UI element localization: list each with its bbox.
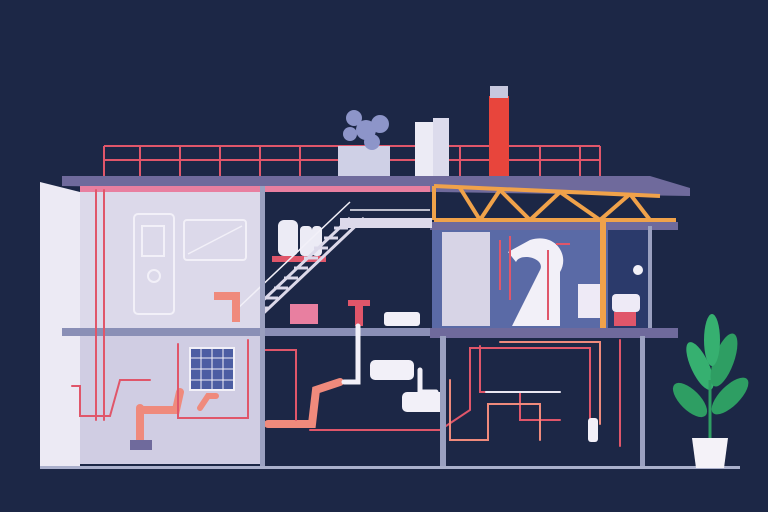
potted-plant-icon — [672, 314, 749, 468]
cabinet-knob — [147, 269, 161, 283]
upper-tank-1 — [278, 220, 298, 256]
chimney-cap — [490, 86, 508, 98]
machine-body — [508, 238, 564, 326]
support-columns — [260, 186, 652, 466]
pump-icon — [578, 284, 600, 318]
cabinet-window — [141, 225, 165, 257]
planter-box — [338, 146, 390, 176]
ground-line — [40, 466, 740, 469]
middle-floor-left — [62, 328, 434, 336]
lower-tank-2 — [402, 392, 446, 412]
roof-shrub — [343, 110, 389, 150]
storage-tank-2 — [433, 118, 449, 176]
workbench — [290, 304, 318, 324]
middle-floor-right — [430, 328, 678, 338]
pipe-elbow-left — [214, 292, 240, 322]
tank-platform — [272, 256, 326, 262]
roof-truss — [432, 184, 676, 222]
left-wall-side — [40, 182, 80, 466]
valve-stand-post — [355, 306, 363, 326]
storage-tank-icon — [415, 122, 433, 176]
stair-railing — [235, 201, 430, 311]
lower-tank-1 — [370, 360, 414, 380]
pipe-fitting — [130, 440, 152, 450]
machine-pipes — [499, 236, 570, 320]
chimney-icon — [489, 96, 509, 176]
staircase-icon — [234, 216, 366, 328]
upper-landing — [340, 218, 432, 228]
panel-diagonal — [187, 225, 243, 255]
control-panel-icon — [183, 219, 247, 261]
roof-edge — [80, 186, 430, 192]
lower-tank-3 — [588, 418, 598, 442]
upper-tank-2 — [300, 226, 312, 256]
valve-stand — [348, 300, 370, 306]
sink-unit — [384, 312, 420, 326]
right-room-frame — [430, 222, 678, 230]
right-room-curtain — [442, 232, 490, 326]
valve-icon — [633, 265, 643, 275]
right-column-orange — [600, 222, 606, 328]
lower-pipes — [71, 189, 621, 450]
pump-base — [614, 312, 636, 326]
small-tank-right — [612, 294, 640, 312]
grid-window-lines — [190, 348, 234, 390]
cabinet — [133, 213, 175, 315]
